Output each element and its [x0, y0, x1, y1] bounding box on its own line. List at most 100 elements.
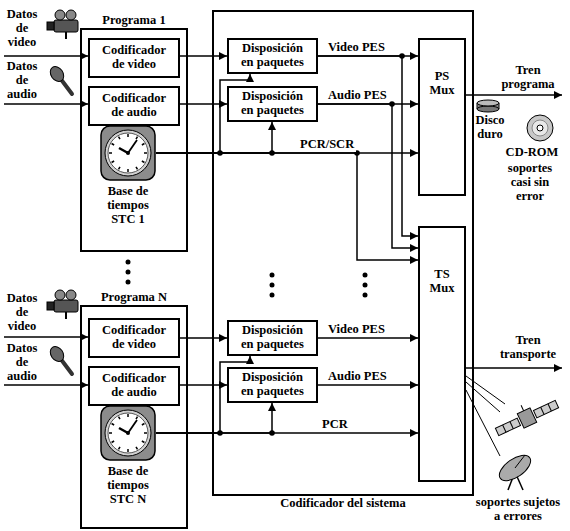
microphone-icon [47, 64, 72, 94]
packetizer-box: Disposición en paquetes [227, 367, 318, 403]
packetizer-box: Disposición en paquetes [227, 38, 318, 74]
connector-arrow [318, 104, 418, 248]
program-group: Programa 1Codificador de videoCodificado… [80, 28, 188, 252]
annotation-label: CD-ROM [500, 146, 564, 160]
clock-icon [101, 406, 155, 460]
box-label: TS Mux [428, 268, 456, 296]
packetizer-box: Disposición en paquetes [227, 320, 318, 356]
box-label: Codificador de video [100, 44, 168, 72]
box-label: Disposición en paquetes [237, 90, 308, 118]
dish-antenna-icon [495, 450, 535, 485]
output-arrow [466, 94, 562, 96]
group-heading: Codificador del sistema [194, 497, 492, 511]
output-arrow [466, 367, 562, 369]
encoder-box: Codificador de audio [88, 366, 180, 406]
input-arrow [4, 56, 88, 385]
box-label: Disposición en paquetes [237, 324, 308, 352]
annotation-label: Datos de audio [4, 60, 40, 101]
connector-arrow [318, 337, 418, 339]
satellite-icon [521, 405, 524, 410]
clock-icon [101, 126, 155, 180]
signal-label: PCR/SCR [298, 138, 356, 152]
microphone-icon [47, 344, 72, 374]
satellite-icon [548, 404, 551, 411]
satellite-icon [533, 400, 558, 417]
satellite-icon [495, 418, 520, 435]
annotation-label: Disco duro [468, 114, 512, 142]
ellipsis-dots [363, 273, 368, 278]
group-heading: Programa 1 [62, 14, 206, 28]
satellite-icon [517, 408, 536, 428]
broadcast-lines [466, 390, 500, 456]
ellipsis-dots [126, 270, 131, 275]
encoder-box: Codificador de video [88, 38, 180, 78]
ellipsis-dots [270, 273, 275, 278]
signal-label: Video PES [326, 323, 387, 337]
encoder-box: Codificador de audio [88, 86, 180, 126]
ellipsis-dots [270, 293, 275, 298]
junction-dot [269, 430, 275, 436]
box-label: Disposición en paquetes [237, 371, 308, 399]
dish-antenna-icon [495, 450, 535, 490]
cd-rom-icon [537, 125, 543, 131]
satellite-icon [541, 407, 544, 414]
junction-dot [399, 53, 405, 59]
signal-label: PCR [320, 418, 350, 432]
signal-label: Audio PES [326, 370, 389, 384]
hard-disk-icon [477, 100, 499, 106]
group-heading: Programa N [62, 291, 206, 305]
annotation-label: Datos de video [4, 8, 40, 49]
hard-disk-icon [477, 106, 499, 112]
program-group: Programa NCodificador de videoCodificado… [80, 305, 188, 529]
annotation-label: Tren transporte [494, 334, 562, 362]
annotation-label: soportes sujetos a errores [472, 496, 564, 524]
box-label: Disposición en paquetes [237, 42, 308, 70]
hard-disk-icon [477, 100, 499, 112]
ellipsis-dots [363, 283, 368, 288]
encoder-box: Codificador de video [88, 318, 180, 358]
time-base-clock: Base de tiempos STC N [100, 405, 156, 506]
cd-rom-icon [527, 115, 553, 141]
dish-antenna-icon [515, 455, 525, 468]
ellipsis-dots [126, 280, 131, 285]
box-label: Codificador de audio [100, 372, 168, 400]
packetizer-box: Disposición en paquetes [227, 86, 318, 122]
input-arrow [4, 55, 88, 57]
camera-icon [47, 290, 78, 319]
connector-arrow [156, 153, 418, 260]
input-arrow [4, 384, 88, 386]
annotation-label: Tren programa [496, 64, 560, 92]
junction-dot [389, 101, 395, 107]
cd-rom-icon [527, 115, 553, 141]
annotation-label: Datos de audio [4, 342, 40, 383]
ellipsis-dots [126, 260, 131, 265]
annotation-label: soportes casi sin error [498, 162, 562, 203]
satellite-icon [491, 391, 560, 439]
ellipsis-dots [363, 293, 368, 298]
ellipsis-dots [270, 283, 275, 288]
annotation-label: Datos de video [4, 292, 40, 333]
connector-arrow [156, 122, 272, 153]
box-label: Base de tiempos STC N [100, 465, 156, 506]
camera-icon [47, 10, 78, 39]
broadcast-lines [466, 382, 500, 412]
junction-dot [217, 430, 223, 436]
connector-arrow [156, 432, 418, 434]
connector-arrow [318, 384, 418, 386]
box-label: Codificador de video [100, 324, 168, 352]
input-arrow [4, 336, 88, 338]
multiplexer-box: TS Mux [418, 226, 466, 482]
box-label: PS Mux [428, 70, 456, 98]
signal-label: Audio PES [326, 89, 389, 103]
output-arrow [466, 95, 562, 368]
signal-label: Video PES [326, 41, 387, 55]
connector-arrow [156, 403, 272, 433]
satellite-icon [503, 425, 506, 432]
junction-dot [217, 150, 223, 156]
input-arrow [4, 103, 88, 105]
multiplexer-box: PS Mux [418, 38, 466, 196]
broadcast-lines [466, 376, 505, 456]
time-base-clock: Base de tiempos STC 1 [100, 125, 156, 226]
